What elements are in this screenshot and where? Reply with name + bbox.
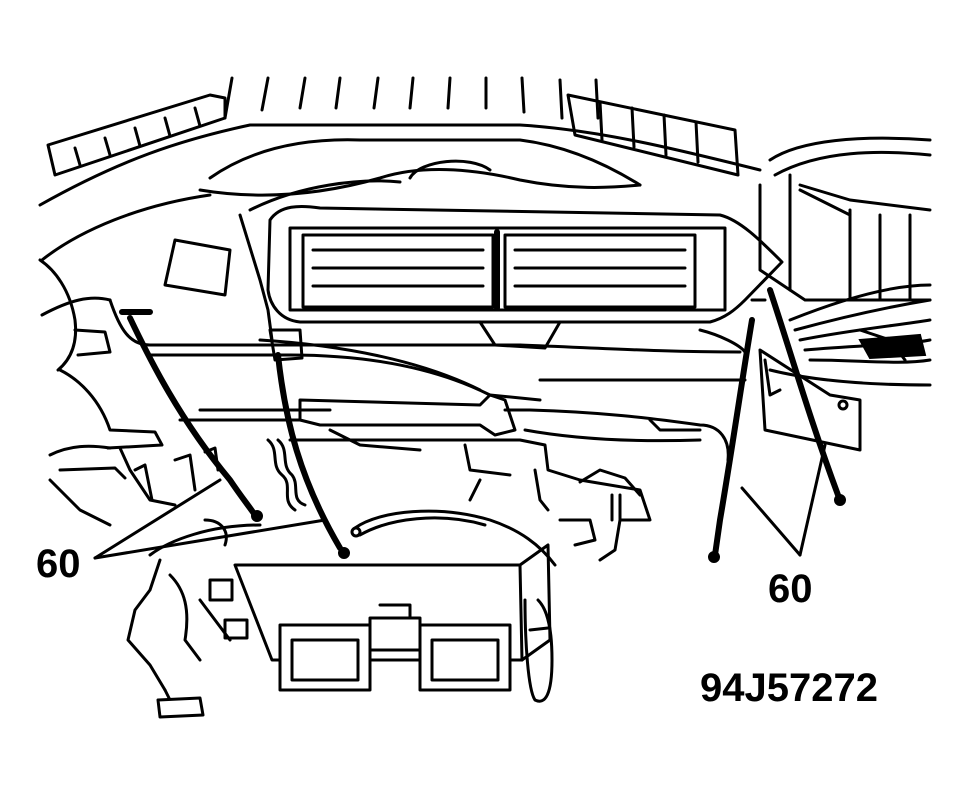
- cable-4: [712, 317, 755, 558]
- center-vent: [266, 205, 784, 350]
- callout-label-left: 60: [36, 542, 81, 586]
- figure-id: 94J57272: [700, 666, 878, 710]
- dash-lower-contours: [38, 213, 747, 527]
- dashboard-top-outline: [38, 76, 762, 317]
- cable-end-4: [708, 551, 720, 563]
- cable-twist: [266, 438, 297, 512]
- callout-label-right: 60: [768, 567, 813, 611]
- leader-right-2: [798, 443, 827, 557]
- cable-end-1: [251, 510, 263, 522]
- cable-end-2: [338, 547, 350, 559]
- leader-left-2: [93, 518, 327, 560]
- callout-leaders: [93, 443, 827, 560]
- cable-end-5: [834, 494, 846, 506]
- cable-clip: [268, 328, 304, 362]
- lower-left-components: [126, 518, 262, 719]
- cable-1: [119, 309, 258, 518]
- control-cables: [119, 287, 846, 567]
- cable-5: [767, 287, 841, 498]
- hvac-case: [208, 438, 652, 703]
- leader-left-1: [93, 478, 222, 560]
- leader-right-1: [740, 486, 802, 557]
- cable-2: [275, 352, 343, 551]
- right-harness-area: [758, 136, 932, 452]
- cable-3: [353, 509, 557, 567]
